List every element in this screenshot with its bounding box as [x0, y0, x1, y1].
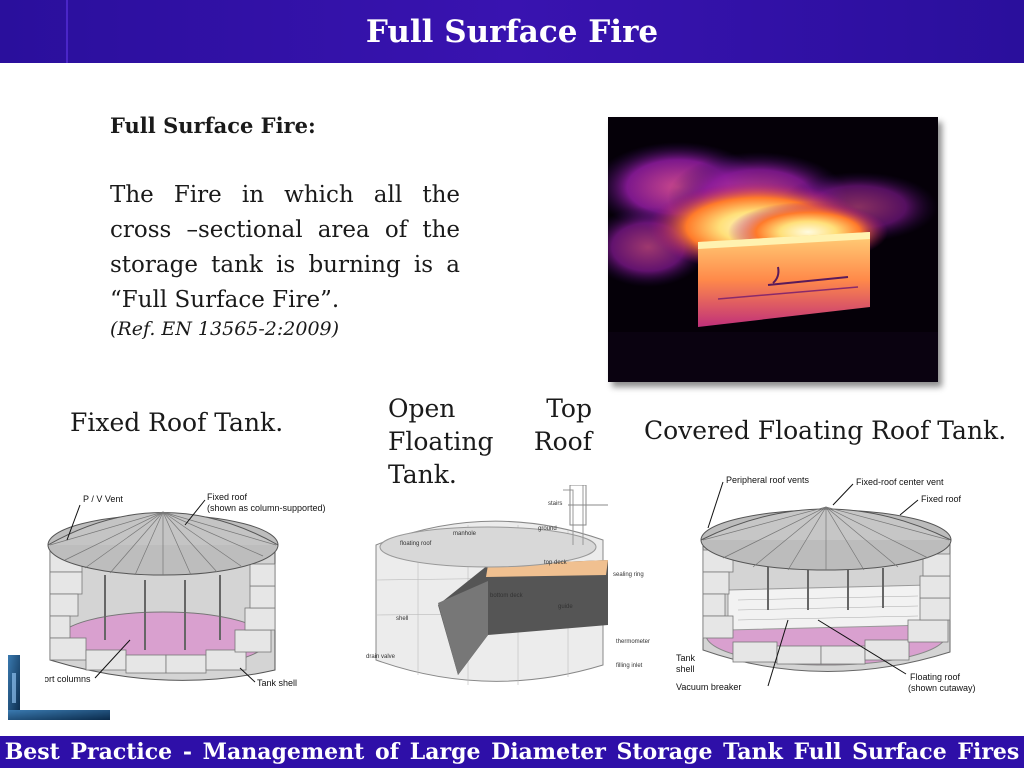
- title-bar: Full Surface Fire: [0, 0, 1024, 63]
- thermometer-label: thermometer: [616, 639, 650, 645]
- support-columns-label: Support columns: [45, 674, 91, 684]
- manhole-label: manhole: [453, 531, 477, 537]
- center-vent-label: Fixed-roof center vent: [856, 477, 944, 487]
- thermal-fire-photo: [608, 117, 938, 382]
- corner-logo: [0, 655, 110, 735]
- covered-floating-roof-tank-diagram: Peripheral roof vents Fixed-roof center …: [668, 470, 1008, 702]
- tank-shell-label-line1: Tank: [676, 653, 696, 663]
- definition-reference: (Ref. EN 13565-2:2009): [110, 318, 340, 340]
- title-bar-divider: [66, 0, 68, 63]
- fixed-roof-label: Fixed roof: [207, 492, 248, 502]
- open-floating-roof-tank-diagram: stairs manhole ground floating roof top …: [358, 484, 658, 700]
- top-label-word: Top: [546, 394, 592, 423]
- footer-text: Best Practice - Management of Large Diam…: [4, 739, 1020, 765]
- roof-label-word: Roof: [533, 427, 592, 456]
- vacuum-breaker-label: Vacuum breaker: [676, 682, 741, 692]
- peripheral-roof-vents-label: Peripheral roof vents: [726, 475, 810, 485]
- bottom-deck-label: bottom deck: [490, 593, 524, 599]
- open-floating-roof-tank-label: Open Top Floating Roof Tank.: [388, 392, 592, 491]
- footer-bar: Best Practice - Management of Large Diam…: [0, 736, 1024, 768]
- stairs-label: stairs: [548, 501, 562, 507]
- shell-label: shell: [396, 616, 408, 622]
- thermal-fire-image: [608, 117, 938, 382]
- ground-label: ground: [538, 526, 557, 532]
- pv-vent-label: P / V Vent: [83, 494, 123, 504]
- fixed-roof-tank-diagram: P / V Vent Fixed roof (shown as column-s…: [23, 490, 345, 700]
- tank-shell-label-line2: shell: [676, 664, 695, 674]
- fixed-roof-sublabel: (shown as column-supported): [207, 503, 326, 513]
- filling-inlet-label: filling inlet: [616, 663, 643, 669]
- floating-label-word: Floating: [388, 427, 494, 456]
- definition-body: The Fire in which all the cross –section…: [110, 182, 460, 313]
- drain-valve-label: drain valve: [366, 654, 396, 660]
- floating-roof-label: Floating roof: [910, 672, 961, 682]
- guide-label: guide: [558, 604, 573, 610]
- definition-title: Full Surface Fire:: [110, 113, 316, 138]
- open-label-word: Open: [388, 394, 456, 423]
- floating-roof-label: floating roof: [400, 541, 432, 547]
- tank-shell-label: Tank shell: [257, 678, 297, 688]
- covered-floating-roof-tank-label: Covered Floating Roof Tank.: [644, 416, 1007, 445]
- sealing-ring-label: sealing ring: [613, 572, 644, 578]
- fixed-roof-tank-label: Fixed Roof Tank.: [70, 408, 284, 437]
- tank-label-word: Tank.: [388, 460, 457, 489]
- top-deck-label: top deck: [544, 560, 568, 566]
- slide-title: Full Surface Fire: [365, 13, 659, 50]
- floating-roof-sublabel: (shown cutaway): [908, 683, 976, 693]
- fixed-roof-label: Fixed roof: [921, 494, 962, 504]
